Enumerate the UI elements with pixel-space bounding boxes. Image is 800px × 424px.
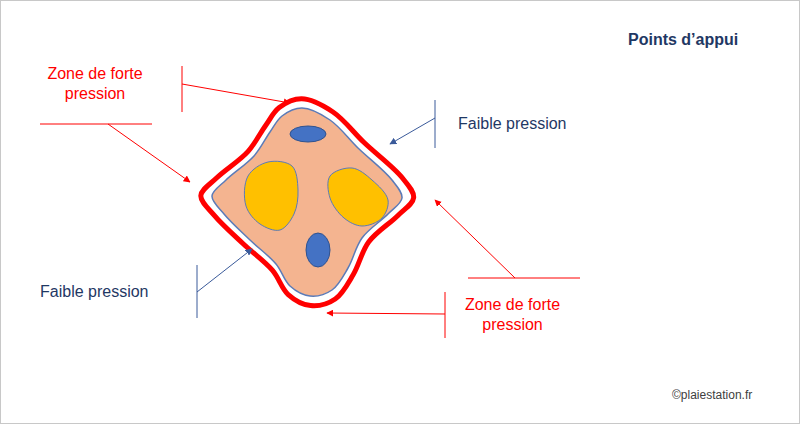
low-pressure-label: Faible pression [40,282,149,302]
watermark: ©plaiestation.fr [672,388,752,403]
high-pressure-outline [201,99,414,306]
high-pressure-label: Zone de forte pression [30,64,160,104]
bone-section [328,168,388,226]
bone-section [244,161,298,230]
leader-lines-red [40,66,580,338]
high-pressure-label: Zone de forte pression [450,295,575,335]
title: Points d’appui [628,30,738,50]
vessel [306,233,330,267]
vessel [290,126,326,142]
low-pressure-label: Faible pression [458,114,567,134]
leader-lines-blue [197,100,435,318]
body-section [212,108,402,296]
section-shape [201,99,414,306]
